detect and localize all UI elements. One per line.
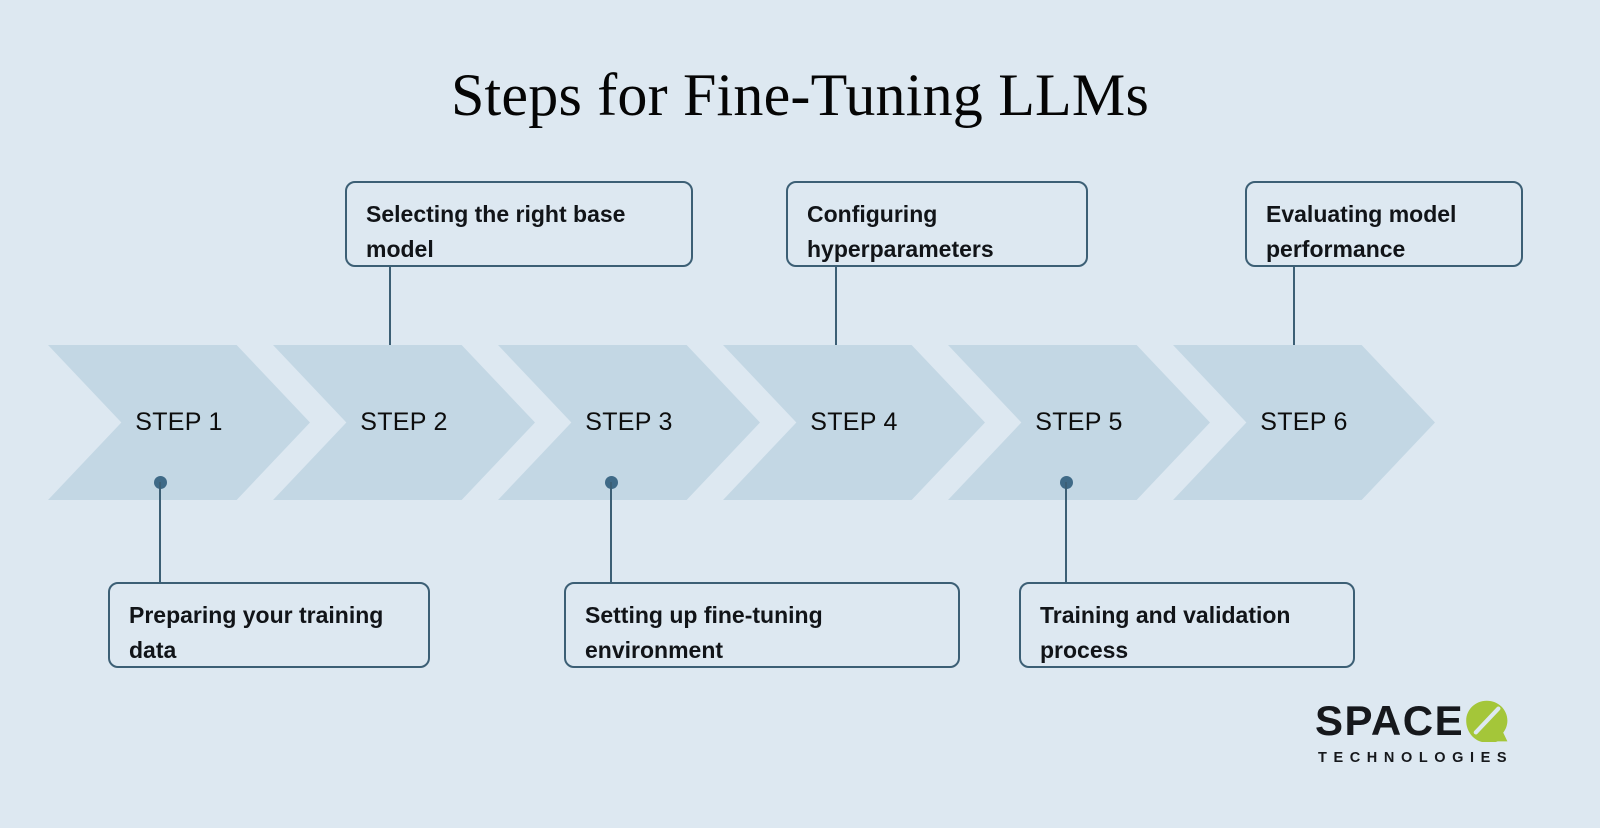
brand-logo: SPACE TECHNOLOGIES [1315,700,1545,768]
connector-line-step-1 [159,482,161,583]
callout-step-3: Setting up fine-tuning environment [564,582,960,668]
callout-step-1: Preparing your training data [108,582,430,668]
connector-line-step-6 [1293,267,1295,366]
logo-tagline: TECHNOLOGIES [1318,750,1514,766]
callout-step-2: Selecting the right base model [345,181,693,267]
chevron-step-3 [498,345,760,500]
step-chevron-band: STEP 1 STEP 2 STEP 3 STEP 4 STEP 5 STEP … [0,345,1600,500]
callout-step-5: Training and validation process [1019,582,1355,668]
chevron-step-5 [948,345,1210,500]
page-title: Steps for Fine-Tuning LLMs [450,62,1150,128]
logo-wordmark-text: SPACE [1315,697,1465,744]
callout-step-4: Configuring hyperparameters [786,181,1088,267]
logo-wordmark-row: SPACE [1315,697,1508,744]
chevron-step-6 [1173,345,1435,500]
connector-line-step-5 [1065,482,1067,583]
connector-line-step-3 [610,482,612,583]
chevron-step-4 [723,345,985,500]
oslash-icon [1466,700,1508,743]
callout-step-6: Evaluating model performance [1245,181,1523,267]
connector-line-step-4 [835,267,837,366]
connector-line-step-2 [389,267,391,366]
chevron-step-1 [48,345,310,500]
chevron-step-2 [273,345,535,500]
